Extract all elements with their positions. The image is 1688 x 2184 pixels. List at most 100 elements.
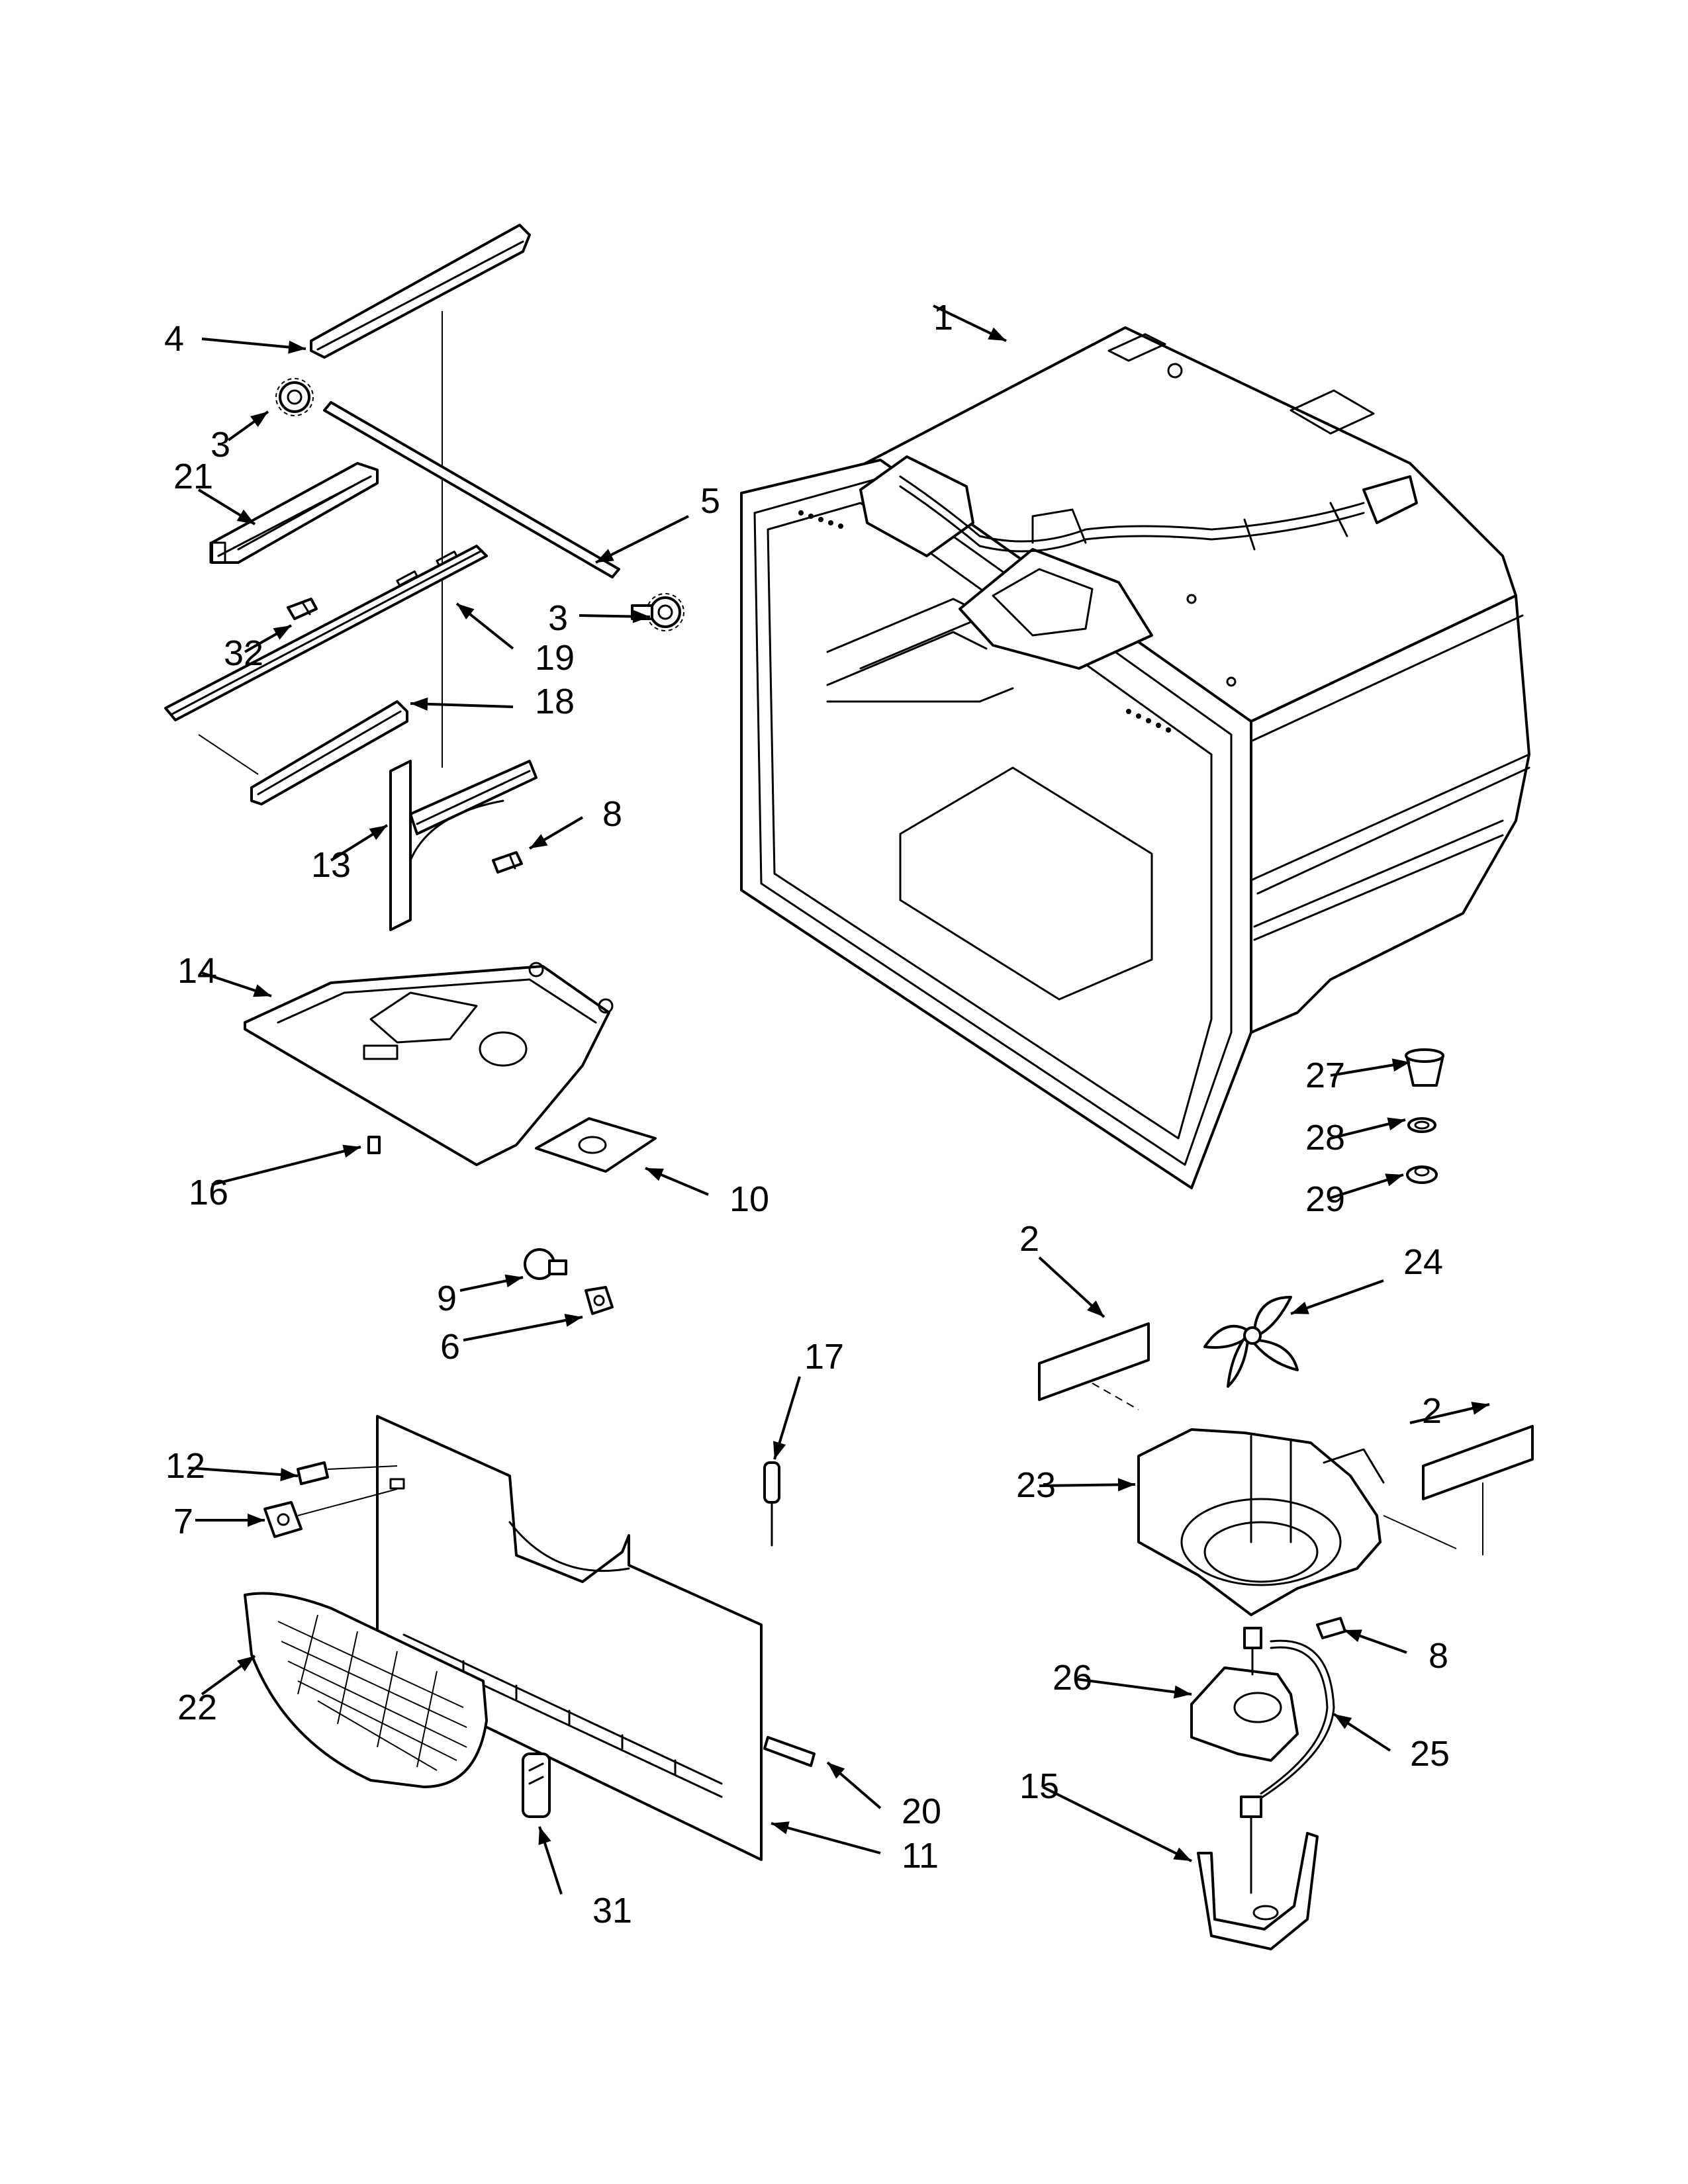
callout-arrowhead xyxy=(988,327,1006,341)
callout-arrowhead xyxy=(236,509,255,524)
grille-part-22 xyxy=(244,1592,488,1788)
fan-motor-part-26 xyxy=(1190,1627,1299,1762)
callout-label: 32 xyxy=(224,633,263,673)
callout-label: 17 xyxy=(804,1337,844,1377)
callout-c17: 17 xyxy=(773,1337,844,1460)
callout-leader-line xyxy=(771,1822,881,1854)
callout-leader-line xyxy=(595,515,689,564)
callout-label: 20 xyxy=(902,1792,941,1831)
callout-arrowhead xyxy=(1173,1847,1192,1861)
callout-c32: 32 xyxy=(224,624,292,673)
callout-leader-line xyxy=(463,1316,583,1342)
callout-arrowhead xyxy=(280,1468,298,1482)
callout-c14: 14 xyxy=(177,951,272,997)
callout-c1: 1 xyxy=(933,298,1007,342)
callout-label: 21 xyxy=(173,457,213,496)
callout-arrowhead xyxy=(771,1821,790,1835)
callout-label: 2 xyxy=(1019,1219,1039,1259)
side-bracket-part-13 xyxy=(389,760,538,931)
rear-panel-part-11 xyxy=(376,1415,763,1861)
track-cover-part-4 xyxy=(310,224,531,768)
callout-leader-line xyxy=(1042,1786,1192,1862)
callout-label: 25 xyxy=(1410,1734,1450,1774)
callout-c19: 19 xyxy=(455,602,575,678)
callout-c5: 5 xyxy=(595,481,720,564)
clip-part-16 xyxy=(367,1136,381,1154)
callout-c3a: 3 xyxy=(211,410,269,465)
callout-c6: 6 xyxy=(440,1314,583,1367)
callout-arrowhead xyxy=(288,340,306,354)
callout-c26: 26 xyxy=(1053,1658,1192,1699)
callout-c20: 20 xyxy=(826,1761,941,1831)
screw-part-12 xyxy=(297,1461,398,1485)
callout-c16: 16 xyxy=(189,1144,361,1212)
callout-label: 5 xyxy=(700,481,720,521)
callout-arrowhead xyxy=(457,604,475,620)
foam-sheet-part-10 xyxy=(535,1117,657,1173)
callout-label: 13 xyxy=(311,845,351,885)
callout-c8a: 8 xyxy=(528,794,622,850)
callout-label: 19 xyxy=(535,638,575,678)
thermistor-part-17 xyxy=(763,1461,780,1547)
callout-c8b: 8 xyxy=(1343,1629,1448,1676)
callout-c12: 12 xyxy=(165,1446,299,1486)
callout-arrowhead xyxy=(237,1656,255,1672)
callout-label: 29 xyxy=(1305,1179,1345,1219)
callout-leader-line xyxy=(201,338,306,350)
callout-label: 4 xyxy=(164,319,184,359)
callout-label: 28 xyxy=(1305,1118,1345,1158)
light-bulb-part-9 xyxy=(524,1248,567,1280)
callout-c31: 31 xyxy=(538,1826,632,1931)
callout-c3b: 3 xyxy=(548,598,651,638)
callout-c25: 25 xyxy=(1333,1713,1450,1774)
foam-pad-part-2-left xyxy=(1038,1322,1150,1410)
callout-arrowhead xyxy=(248,1514,265,1527)
screw-part-8-upper xyxy=(492,851,523,874)
callout-label: 22 xyxy=(177,1688,217,1727)
callout-arrowhead xyxy=(504,1274,523,1288)
callout-arrowhead xyxy=(645,1168,664,1181)
callout-label: 26 xyxy=(1053,1658,1092,1698)
callout-label: 2 xyxy=(1422,1391,1442,1431)
callout-c4: 4 xyxy=(164,319,306,359)
callout-label: 8 xyxy=(1429,1636,1448,1676)
callout-c29: 29 xyxy=(1305,1173,1404,1219)
callout-arrowhead xyxy=(1391,1058,1410,1072)
callout-label: 6 xyxy=(440,1327,460,1367)
callout-label: 23 xyxy=(1016,1465,1056,1505)
callout-arrowhead xyxy=(596,549,614,563)
callout-label: 14 xyxy=(177,951,217,991)
callout-arrowhead xyxy=(250,412,268,428)
rail-bracket-part-18 xyxy=(198,700,408,805)
foam-strip-part-20 xyxy=(763,1736,816,1767)
callout-c28: 28 xyxy=(1305,1117,1406,1158)
callout-label: 31 xyxy=(592,1891,632,1931)
callout-label: 7 xyxy=(173,1502,193,1541)
callout-label: 3 xyxy=(548,598,568,638)
callout-leader-line xyxy=(1075,1678,1192,1696)
callout-arrowhead xyxy=(273,625,291,640)
callout-arrowhead xyxy=(827,1762,845,1779)
callout-arrowhead xyxy=(1334,1714,1352,1729)
socket-part-6 xyxy=(585,1286,614,1315)
drawer-cover-part-14 xyxy=(244,962,614,1166)
callout-label: 16 xyxy=(189,1173,228,1212)
callout-label: 8 xyxy=(602,794,622,834)
callout-arrowhead xyxy=(342,1144,361,1158)
bracket-part-7 xyxy=(263,1488,398,1538)
freezer-liner-part-1 xyxy=(740,326,1530,1189)
callout-label: 15 xyxy=(1019,1766,1059,1806)
callout-arrowhead xyxy=(632,610,650,623)
callout-arrowhead xyxy=(410,697,428,711)
callout-label: 1 xyxy=(933,298,953,338)
callout-arrowhead xyxy=(564,1314,583,1327)
callout-arrowhead xyxy=(1291,1301,1309,1314)
callout-c2b: 2 xyxy=(1409,1391,1490,1431)
callout-c15: 15 xyxy=(1019,1766,1192,1862)
callout-arrowhead xyxy=(1387,1117,1405,1130)
callout-label: 12 xyxy=(165,1446,205,1486)
slide-bracket-part-21 xyxy=(209,462,379,564)
gear-part-3-lower xyxy=(631,593,684,631)
wire-harness-part-25 xyxy=(1240,1639,1335,1818)
